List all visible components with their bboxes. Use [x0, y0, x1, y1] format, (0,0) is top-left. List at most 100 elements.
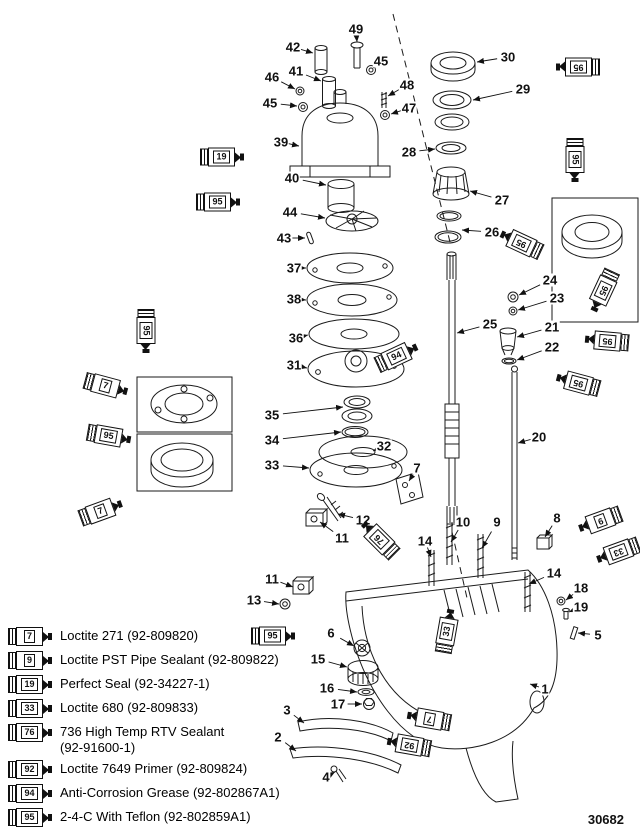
callout-4: 4 — [321, 769, 331, 785]
tube-body: 95 — [259, 626, 286, 646]
tube-body: 94 — [16, 784, 43, 803]
inset-box-upper-left — [136, 376, 233, 433]
bearing-carrier-ring-30 — [430, 51, 476, 82]
legend-label: Perfect Seal (92-34227-1) — [60, 676, 210, 691]
tube-body: 19 — [16, 675, 43, 694]
tube-tip — [48, 633, 52, 640]
callout-9: 9 — [492, 514, 502, 530]
tube-crimp — [8, 676, 16, 693]
tube-crimp — [566, 138, 584, 146]
callout-29: 29 — [514, 81, 532, 97]
tube-tip — [236, 198, 240, 206]
sealant-tube-icon-95: 95 — [196, 192, 240, 212]
callout-24: 24 — [541, 272, 559, 288]
sealant-tube-icon-94: 94 — [8, 784, 52, 803]
callout-14: 14 — [545, 565, 563, 581]
sealant-tube-icon-95: 95 — [556, 57, 600, 77]
sealant-tube-icon-95: 95 — [136, 309, 156, 353]
nut-46 — [295, 86, 305, 96]
sealant-tube-icon-92: 92 — [8, 760, 52, 779]
stud-14-right — [523, 572, 532, 612]
tube-number: 9 — [593, 512, 608, 529]
nut-24 — [507, 291, 519, 303]
tube-body: 95 — [204, 192, 231, 212]
retainer-bracket-7 — [395, 471, 424, 505]
plug-8 — [536, 533, 554, 550]
legend-label: Anti-Corrosion Grease (92-802867A1) — [60, 785, 280, 800]
tube-number: 33 — [21, 702, 38, 715]
tube-nozzle — [43, 788, 49, 799]
legend-label: Loctite 271 (92-809820) — [60, 628, 199, 643]
o-ring-22 — [501, 357, 517, 365]
tube-nozzle — [43, 655, 49, 666]
legend-label: 736 High Temp RTV Sealant(92-91600-1) — [60, 724, 225, 755]
tube-number: 95 — [511, 233, 532, 253]
callout-48: 48 — [398, 77, 416, 93]
tube-tip — [48, 729, 52, 736]
tube-number: 95 — [598, 333, 617, 349]
callout-34: 34 — [263, 432, 281, 448]
legend-item-19: 19 Perfect Seal (92-34227-1) — [8, 674, 280, 694]
thrust-washer-28 — [435, 141, 467, 155]
gear-housing-1 — [345, 569, 558, 803]
callout-22: 22 — [543, 339, 561, 355]
tube-body: 95 — [136, 317, 156, 344]
tube-body: 33 — [16, 699, 43, 718]
tube-nozzle — [43, 812, 49, 823]
tube-crimp — [251, 627, 259, 645]
tube-body: 7 — [16, 627, 43, 646]
tube-nozzle — [235, 152, 241, 162]
legend-label: 2-4-C With Teflon (92-802859A1) — [60, 809, 251, 824]
callout-19: 19 — [572, 599, 590, 615]
callout-30: 30 — [499, 49, 517, 65]
tube-number: 76 — [21, 726, 38, 739]
tube-number: 7 — [422, 711, 437, 727]
washer-45-top — [366, 65, 376, 75]
callout-28: 28 — [400, 144, 418, 160]
stud-48 — [380, 92, 388, 108]
washer-23 — [508, 306, 518, 316]
grommet-11-lower — [292, 575, 315, 595]
tube-number: 19 — [21, 678, 38, 691]
callout-18: 18 — [572, 580, 590, 596]
callout-25: 25 — [481, 316, 499, 332]
tube-body: 92 — [16, 760, 43, 779]
tube-crimp — [8, 785, 16, 802]
tube-tip — [584, 335, 590, 343]
tube-tip — [48, 790, 52, 797]
tube-number: 95 — [568, 151, 582, 168]
callout-46: 46 — [263, 69, 281, 85]
callout-17: 17 — [329, 696, 347, 712]
o-rings-26 — [434, 210, 462, 244]
legend-item-76: 76 736 High Temp RTV Sealant(92-91600-1) — [8, 722, 280, 755]
tube-nozzle — [43, 764, 49, 775]
callout-31: 31 — [285, 357, 303, 373]
tube-tip — [48, 814, 52, 821]
legend-label-line2: (92-91600-1) — [60, 740, 136, 755]
tube-body: 9 — [16, 651, 43, 670]
tube-tip — [240, 153, 244, 161]
tube-number: 33 — [608, 542, 629, 561]
callout-15: 15 — [309, 651, 327, 667]
inset-box-right — [551, 197, 639, 323]
impeller-liner-40 — [327, 179, 355, 213]
tube-tip — [142, 349, 150, 353]
callout-40: 40 — [283, 170, 301, 186]
callout-41: 41 — [287, 63, 305, 79]
callout-45: 45 — [261, 95, 279, 111]
tube-crimp — [592, 58, 600, 76]
tube-nozzle — [43, 727, 49, 738]
callout-10: 10 — [454, 514, 472, 530]
sealant-tube-icon-9: 9 — [8, 651, 52, 670]
callout-8: 8 — [552, 510, 562, 526]
callout-49: 49 — [347, 21, 365, 37]
callout-36: 36 — [287, 330, 305, 346]
callout-14: 14 — [416, 533, 434, 549]
tube-number: 7 — [23, 630, 35, 643]
callout-37: 37 — [285, 260, 303, 276]
